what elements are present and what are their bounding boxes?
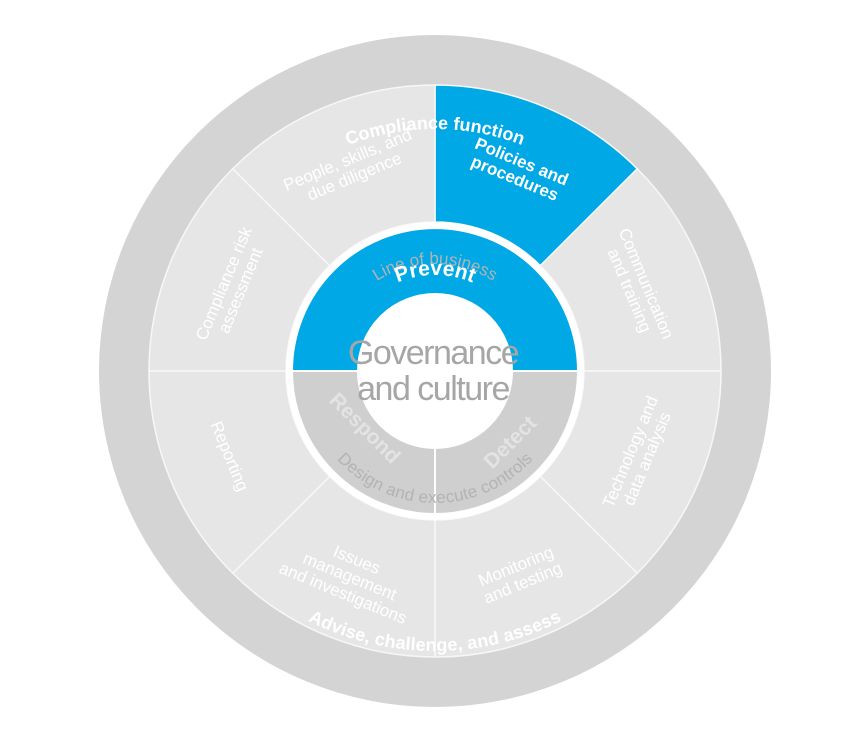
core-circle — [358, 294, 512, 448]
segments-ring — [148, 84, 722, 658]
core-label-line2: and culture — [357, 370, 509, 408]
core-label-line1: Governance — [348, 334, 519, 372]
phases-ring — [290, 227, 580, 516]
